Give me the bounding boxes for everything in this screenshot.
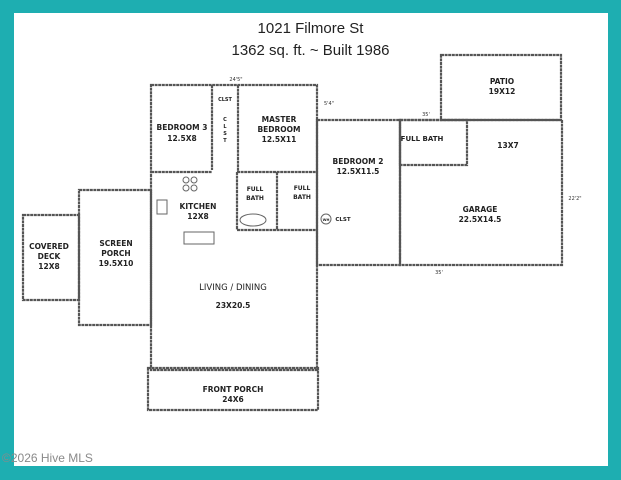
closet-letter: C xyxy=(223,117,227,123)
closet-label: CLST xyxy=(218,97,232,103)
dimension-garage-side: 22'2" xyxy=(568,196,581,202)
kitchen-label: KITCHEN xyxy=(180,202,217,211)
storage-size: 13X7 xyxy=(497,141,518,150)
summary-subtitle: 1362 sq. ft. ~ Built 1986 xyxy=(231,42,390,59)
bath2-label-2: BATH xyxy=(293,194,311,201)
kitchen-size: 12X8 xyxy=(187,212,208,221)
front-porch-label: FRONT PORCH xyxy=(203,385,264,394)
bath1-label-2: BATH xyxy=(246,195,264,202)
screen-porch-label-2: PORCH xyxy=(101,249,130,258)
front-porch-size: 24X6 xyxy=(222,395,243,404)
covered-deck-label-2: DECK xyxy=(38,252,62,261)
water-heater-label: WH xyxy=(323,218,330,222)
closet-letter: T xyxy=(223,138,227,144)
dimension-offset: 5'4" xyxy=(324,101,334,107)
screen-porch-label-1: SCREEN xyxy=(99,239,132,248)
garage-size: 22.5X14.5 xyxy=(459,215,502,224)
bath3-label: FULL BATH xyxy=(401,135,444,143)
bath1-label-1: FULL xyxy=(247,186,264,193)
screen-porch-size: 19.5X10 xyxy=(99,259,134,268)
garage-label: GARAGE xyxy=(463,205,498,214)
closet-letter: L xyxy=(223,124,227,130)
patio-size: 19X12 xyxy=(489,87,516,96)
master-size: 12.5X11 xyxy=(262,135,297,144)
bedroom3-size: 12.5X8 xyxy=(167,134,197,143)
closet3-label: CLST xyxy=(335,217,351,223)
patio-label: PATIO xyxy=(490,77,514,86)
master-label-1: MASTER xyxy=(262,115,297,124)
living-label: LIVING / DINING xyxy=(199,283,267,293)
dimension-garage-top: 35' xyxy=(422,112,430,118)
dimension-garage-bottom: 35' xyxy=(435,270,443,276)
floor-plan-panel xyxy=(14,13,608,466)
living-size: 23X20.5 xyxy=(216,301,251,310)
bath2-label-1: FULL xyxy=(294,185,311,192)
bedroom2-label: BEDROOM 2 xyxy=(333,157,384,166)
closet-letter: S xyxy=(223,131,227,137)
bedroom3-label: BEDROOM 3 xyxy=(157,123,208,132)
address-title: 1021 Filmore St xyxy=(257,20,364,37)
walls xyxy=(21,53,564,412)
master-label-2: BEDROOM xyxy=(257,125,300,134)
covered-deck-label-1: COVERED xyxy=(29,242,69,251)
bedroom2-size: 12.5X11.5 xyxy=(337,167,380,176)
covered-deck-size: 12X8 xyxy=(38,262,59,271)
dimension-top: 24'5" xyxy=(229,77,242,83)
watermark: ©2026 Hive MLS xyxy=(2,451,93,465)
